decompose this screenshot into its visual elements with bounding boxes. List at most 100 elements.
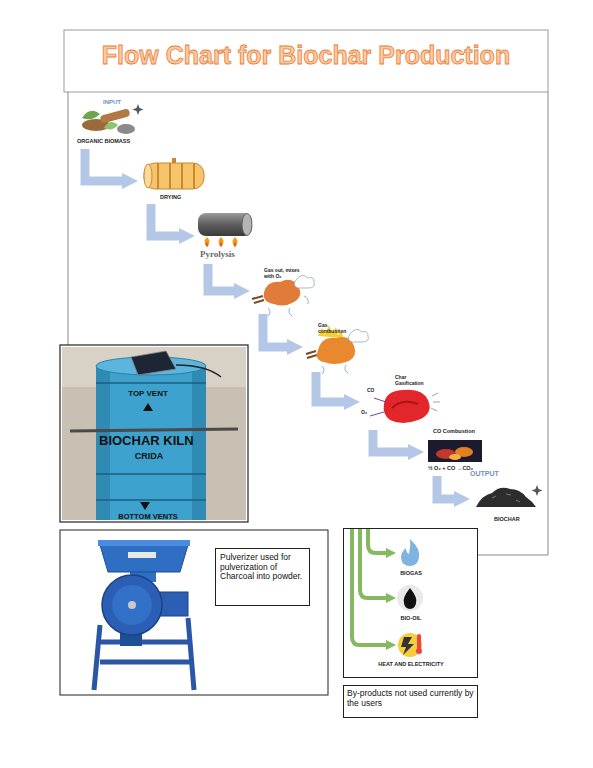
node-text: Pyrolysis bbox=[200, 249, 235, 259]
biomass-illustration bbox=[82, 104, 144, 134]
biochar-illustration bbox=[476, 485, 543, 507]
cloud bbox=[294, 275, 314, 288]
stone bbox=[117, 124, 135, 134]
node-text: Pulverizer used for pulverization of Cha… bbox=[220, 553, 307, 582]
dryer-stub bbox=[172, 158, 176, 163]
node-text: BIOGAS bbox=[391, 570, 431, 576]
thermometer-bulb bbox=[416, 648, 422, 654]
photo-label: CO bbox=[367, 388, 375, 394]
grinding-chamber bbox=[102, 575, 162, 635]
glow bbox=[449, 454, 461, 460]
biochar-pile bbox=[476, 488, 536, 507]
kiln-photo bbox=[62, 347, 246, 520]
photo-label: BOTTOM VENTS bbox=[108, 513, 188, 521]
fire-photo bbox=[428, 440, 482, 462]
node-text: OUTPUT bbox=[470, 470, 499, 478]
sparkle bbox=[532, 485, 543, 496]
title-box bbox=[64, 30, 548, 92]
kiln-barrel bbox=[96, 366, 206, 520]
biogas-icon bbox=[401, 539, 419, 566]
pile-highlights bbox=[492, 494, 520, 502]
node-text: DRYING bbox=[160, 194, 181, 200]
node-text: BIO-OIL bbox=[391, 615, 431, 621]
log bbox=[99, 108, 130, 123]
node-text: ORGANIC BIOMASS bbox=[77, 138, 130, 144]
thermometer-icon bbox=[417, 634, 421, 650]
dryer-end bbox=[144, 164, 152, 188]
cable bbox=[176, 365, 221, 377]
drum-end bbox=[242, 214, 252, 236]
node-text: Gas out, mixes with O₂ bbox=[264, 268, 304, 279]
photo-label: TOP VENT bbox=[118, 390, 178, 399]
vent-arrow bbox=[140, 502, 150, 510]
flow-step: Pyrolysis bbox=[195, 208, 259, 264]
sticks bbox=[306, 351, 317, 358]
hub bbox=[128, 601, 136, 609]
bolt-icon bbox=[401, 637, 414, 655]
bio-oil-icon bbox=[404, 588, 417, 609]
node-text: Char Gasification bbox=[395, 375, 431, 386]
flow-step: INPUT ORGANIC BIOMASS bbox=[72, 97, 152, 149]
char-gasification-illustration bbox=[370, 390, 440, 423]
flow-arrow bbox=[316, 372, 344, 402]
solar-panel bbox=[131, 351, 176, 375]
node-text: ½ O₂ + CO →CO₂ bbox=[428, 465, 473, 471]
photo-label: O₂ bbox=[361, 410, 367, 416]
kiln-rod bbox=[70, 429, 238, 431]
node-text: HEAT AND ELECTRICITY bbox=[358, 661, 464, 667]
gas-arrows bbox=[370, 398, 386, 416]
node-text: BIOCHAR bbox=[494, 516, 520, 522]
flow-arrow bbox=[85, 149, 122, 181]
flow-step: OUTPUT BIOCHAR bbox=[470, 470, 542, 528]
co-combustion-illustration bbox=[428, 440, 482, 462]
sticks bbox=[252, 296, 264, 303]
leaf bbox=[82, 111, 100, 120]
flow-step: CO Combustion ½ O₂ + CO →CO₂ bbox=[424, 428, 498, 476]
green-arrow bbox=[352, 529, 386, 645]
dryer-bands bbox=[158, 163, 194, 189]
sparkle bbox=[431, 393, 440, 411]
node-text: INPUT bbox=[103, 99, 121, 106]
node-text: CO Combustion bbox=[433, 428, 475, 434]
barrel-ribs bbox=[96, 383, 206, 500]
photo-label: CRIDA bbox=[130, 451, 168, 461]
sparkle bbox=[133, 104, 144, 115]
dryer-drum bbox=[144, 163, 204, 189]
leaf bbox=[104, 122, 118, 129]
burning-blob bbox=[317, 337, 355, 364]
chamber-door bbox=[112, 585, 152, 625]
flow-arrow bbox=[208, 264, 234, 291]
flow-arrow bbox=[263, 314, 287, 347]
note-box: By-products not used currently by the us… bbox=[343, 685, 478, 718]
flow-arrow bbox=[373, 430, 408, 452]
chart-title: Flow Chart for Biochar Production bbox=[64, 40, 548, 70]
photo-label: BIOCHAR KILN bbox=[99, 434, 194, 449]
flow-arrow bbox=[151, 204, 179, 236]
flames bbox=[205, 237, 238, 247]
gas-wisps bbox=[322, 365, 348, 374]
node-text: By-products not used currently by the us… bbox=[347, 689, 476, 708]
char-shade bbox=[392, 402, 418, 408]
hopper-rim bbox=[98, 540, 190, 546]
name-plate bbox=[128, 552, 156, 558]
by-product-arrows bbox=[352, 529, 386, 645]
heat-icon-bg bbox=[398, 633, 422, 657]
bio-oil-icon-bg bbox=[397, 585, 423, 611]
green-arrow bbox=[368, 529, 386, 553]
pulverizer-photo bbox=[94, 540, 194, 690]
pyrolysis-illustration bbox=[198, 213, 252, 247]
flow-step: DRYING bbox=[138, 158, 212, 204]
by-product-box: BIOGAS BIO-OIL HEAT AND ELECTRICITY bbox=[343, 528, 478, 678]
flow-step: Gas combustion bbox=[303, 322, 365, 372]
chart-frame bbox=[68, 92, 548, 555]
note-box: Pulverizer used for pulverization of Cha… bbox=[215, 548, 310, 606]
char-blob bbox=[384, 390, 430, 423]
hopper bbox=[100, 545, 188, 572]
vent-arrow bbox=[143, 403, 153, 411]
dryer-illustration bbox=[144, 158, 204, 189]
flow-step: Gas out, mixes with O₂ bbox=[250, 268, 310, 314]
node-text: Gas combustion bbox=[318, 323, 352, 334]
